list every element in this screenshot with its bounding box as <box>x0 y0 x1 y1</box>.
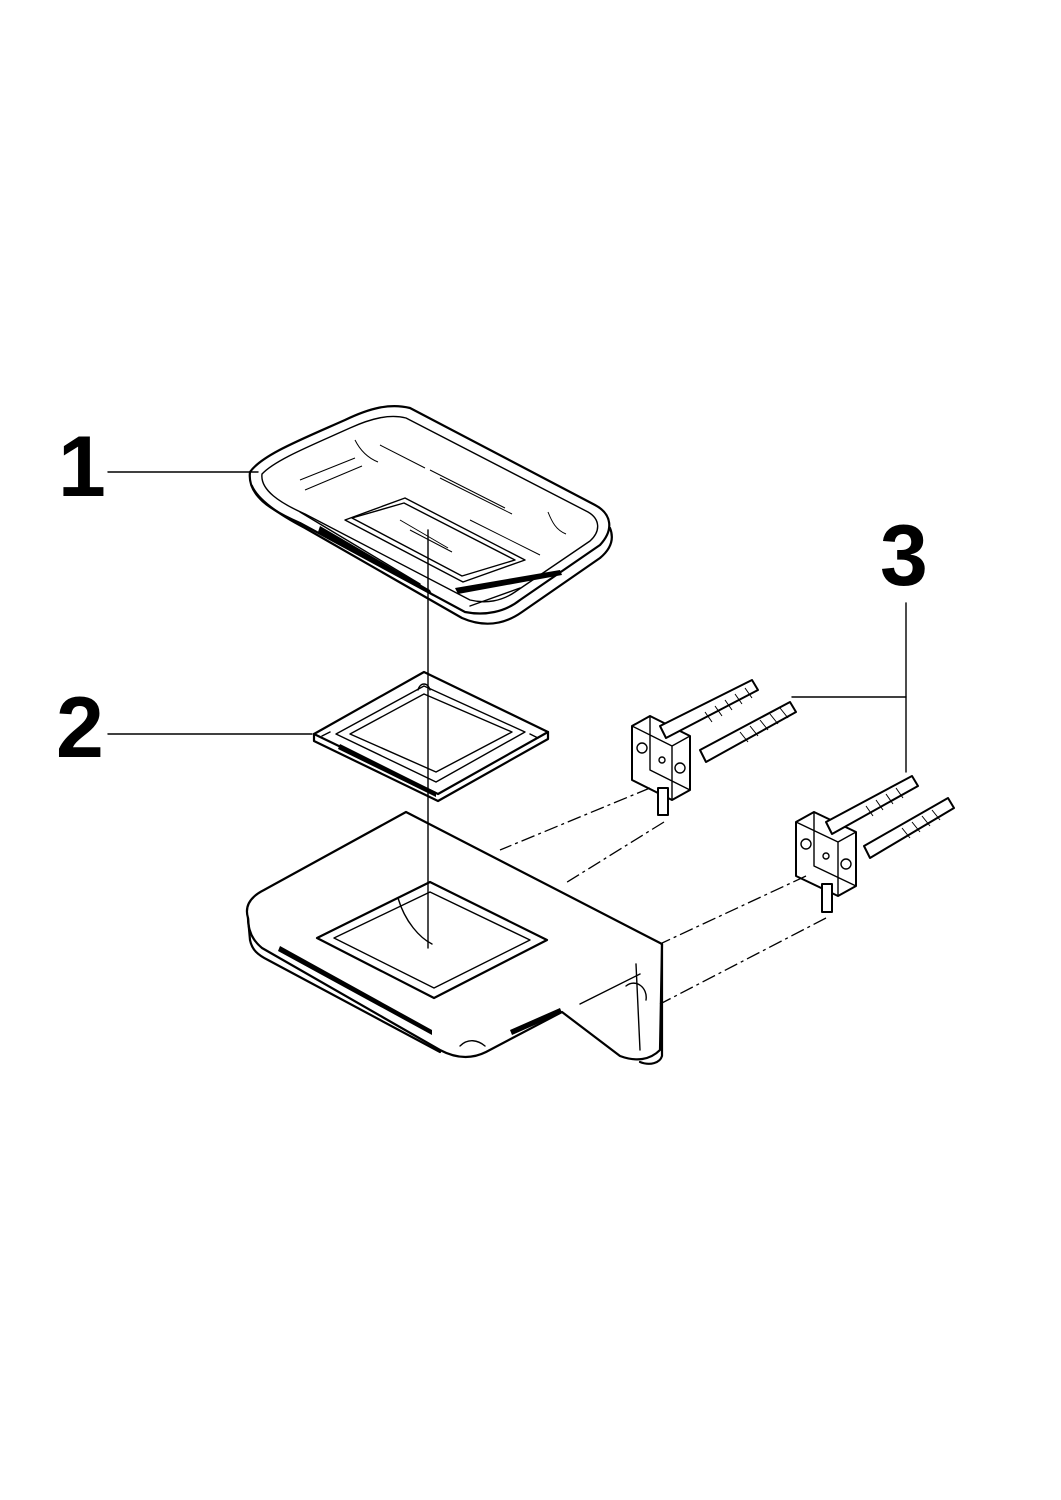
wall-fixing-set <box>499 679 955 1005</box>
callout-1-number: 1 <box>58 419 106 515</box>
callout-2: 2 <box>56 680 313 776</box>
fixing-upper <box>631 679 797 816</box>
fixing-lower <box>795 775 955 913</box>
callout-3-leader-upper <box>791 602 907 698</box>
assembly-line-2 <box>563 821 665 885</box>
callout-3-number: 3 <box>880 508 928 604</box>
callout-3: 3 <box>791 508 928 773</box>
assembly-line-3 <box>659 875 807 945</box>
callout-1: 1 <box>58 419 259 515</box>
soap-dish <box>248 405 613 625</box>
wall-holder <box>245 810 664 1065</box>
assembly-line-1 <box>499 787 651 851</box>
callout-2-number: 2 <box>56 680 104 776</box>
dish-insert-frame <box>312 670 550 803</box>
assembly-line-4 <box>659 917 827 1005</box>
